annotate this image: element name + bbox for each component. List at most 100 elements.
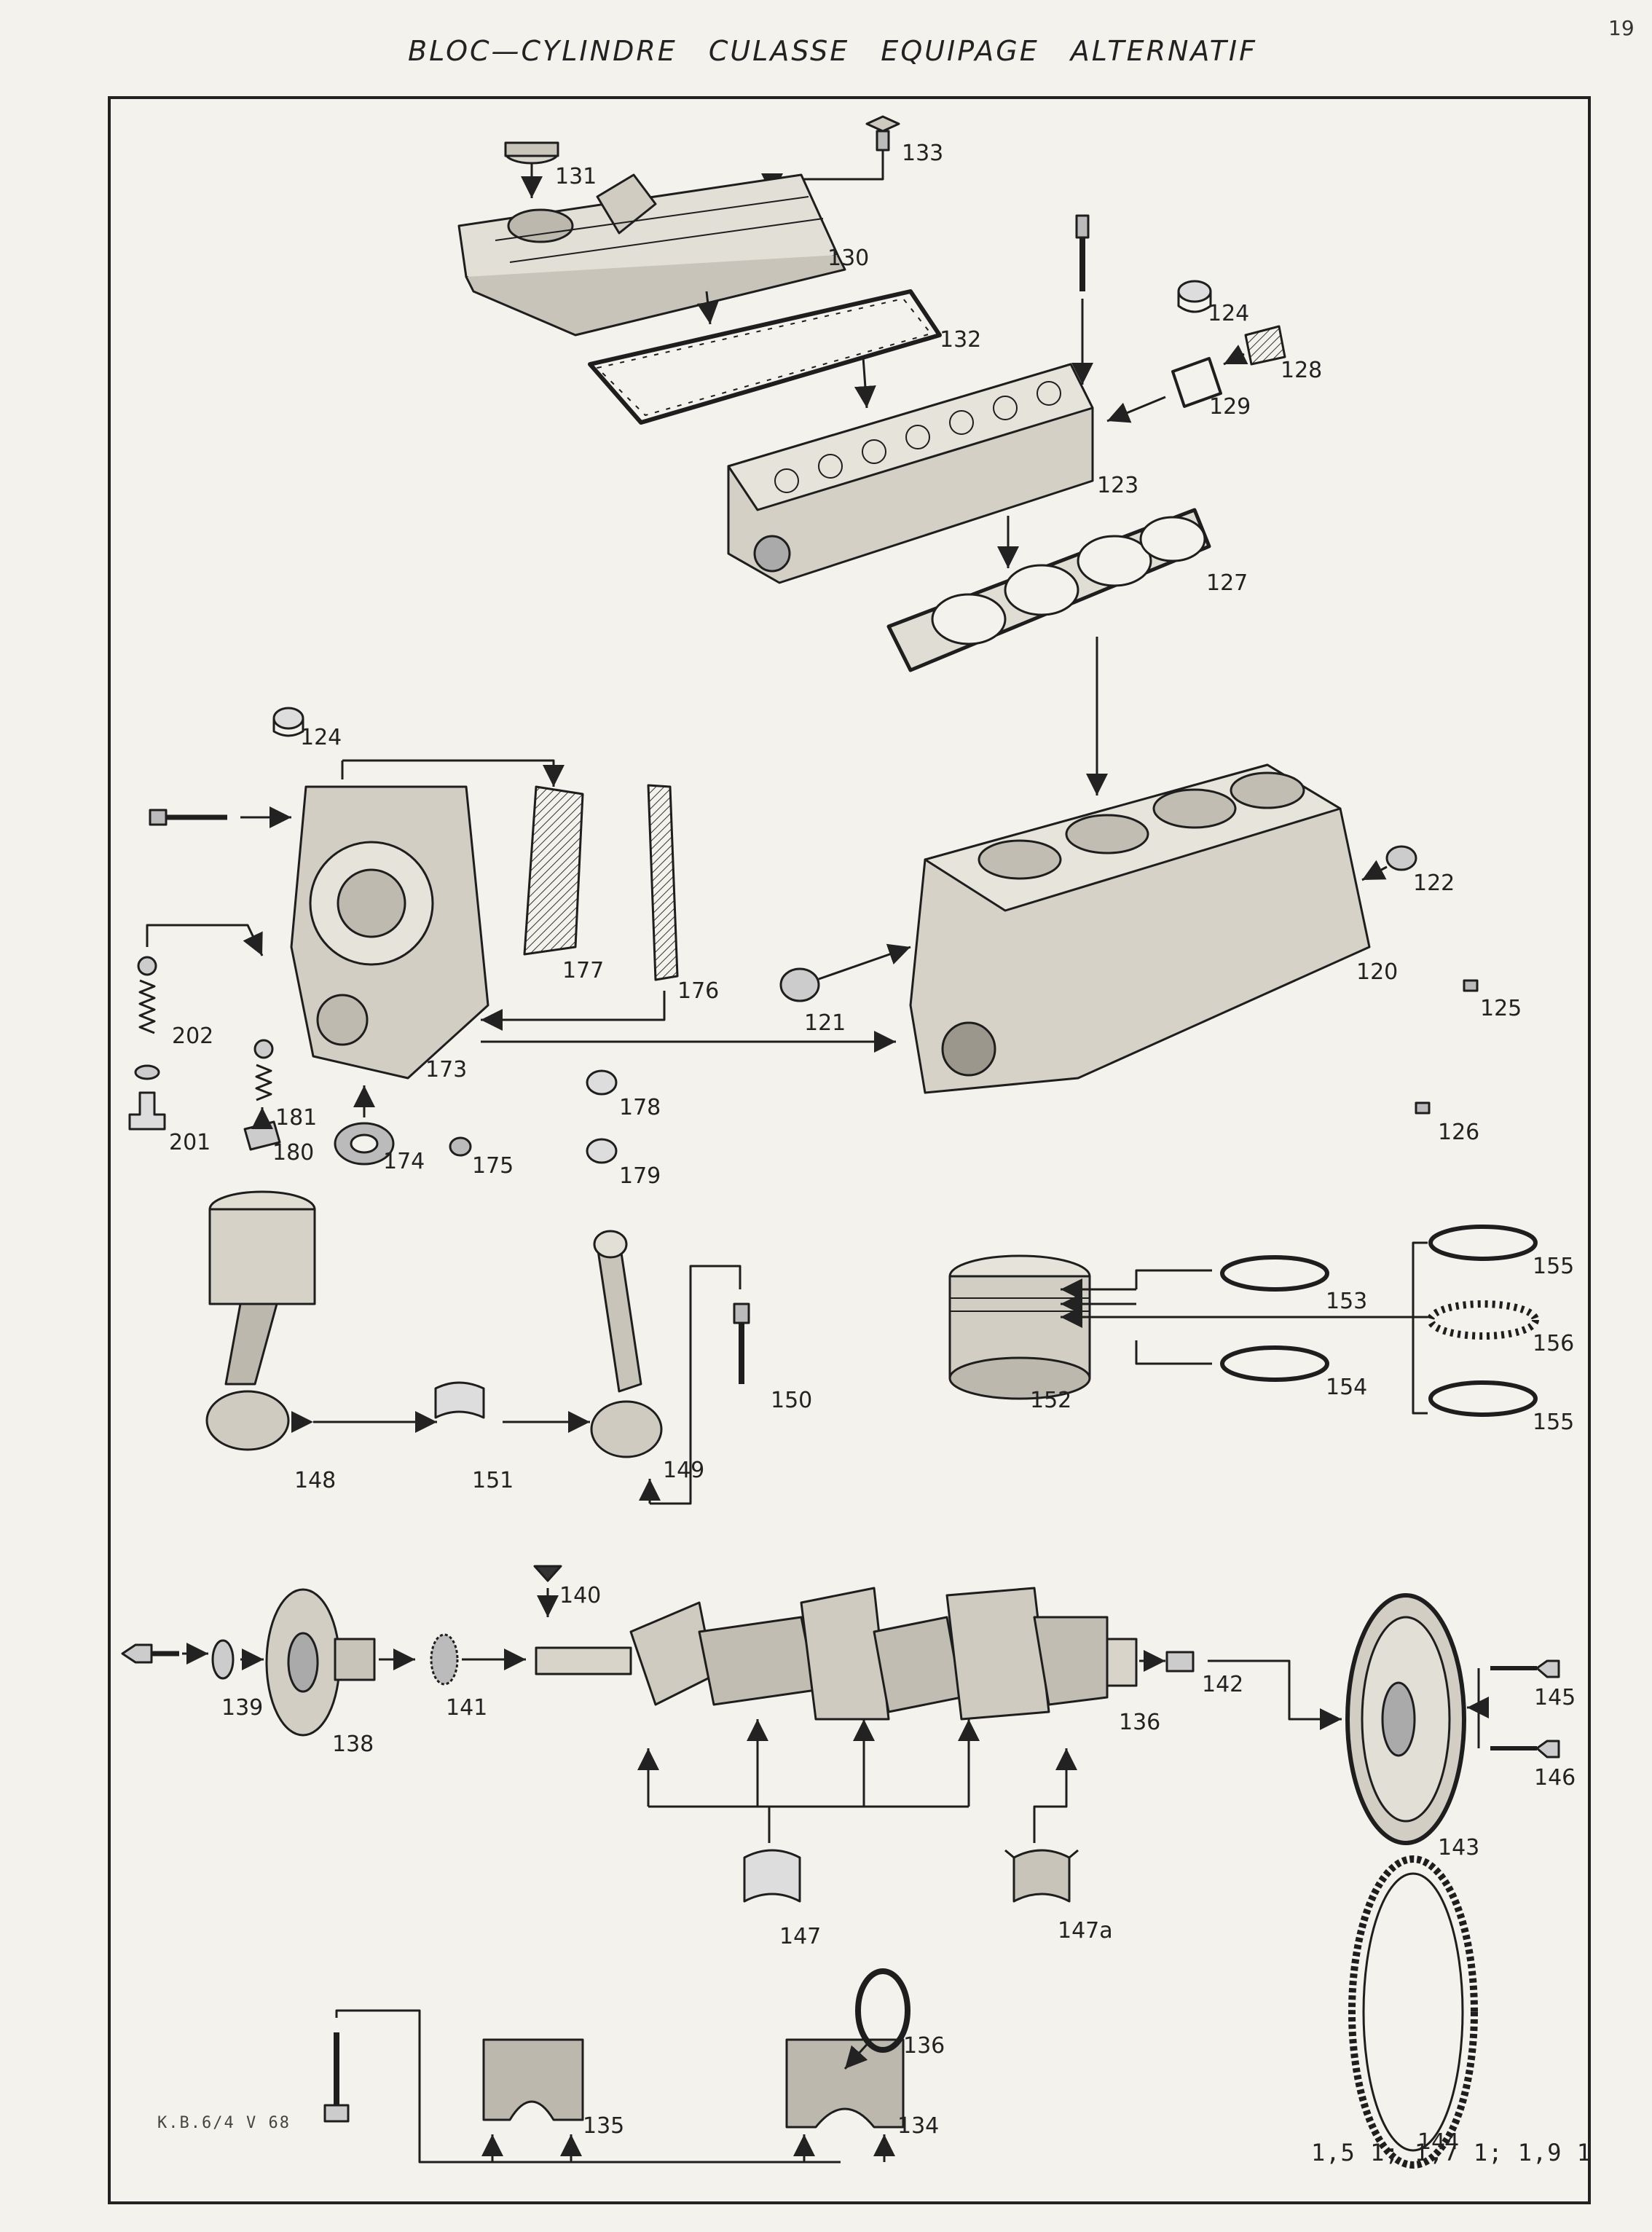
dowel-125 <box>1463 979 1479 992</box>
main-bearing-brackets <box>637 1719 1077 1843</box>
timing-cover-173 <box>290 759 565 1080</box>
ring-154 <box>1220 1345 1329 1382</box>
part-label-140: 140 <box>559 1583 602 1608</box>
core-plug-121 <box>779 943 911 1002</box>
part-label-136-crank: 136 <box>1119 1710 1161 1735</box>
part-label-147: 147 <box>779 1924 822 1949</box>
bearing-shell-151 <box>434 1381 485 1419</box>
ring-153 <box>1220 1255 1329 1292</box>
rocker-cover-130 <box>457 173 846 337</box>
part-label-121: 121 <box>804 1010 846 1036</box>
valve-spring-181 <box>253 1039 274 1101</box>
rocker-cover-gasket-132 <box>588 289 942 425</box>
part-label-176: 176 <box>677 978 720 1004</box>
part-label-152: 152 <box>1030 1388 1072 1413</box>
gasket-177 <box>523 785 584 956</box>
ring-155-bottom <box>1428 1380 1538 1417</box>
cover-plate-128 <box>1223 325 1286 366</box>
part-label-180: 180 <box>272 1140 315 1166</box>
part-label-129: 129 <box>1209 394 1251 420</box>
part-label-173: 173 <box>425 1057 468 1082</box>
part-label-141: 141 <box>446 1695 488 1721</box>
part-label-151: 151 <box>472 1468 514 1493</box>
bush-178 <box>586 1069 618 1096</box>
part-label-148: 148 <box>294 1468 337 1493</box>
part-label-128: 128 <box>1281 358 1323 383</box>
catalog-reference-code: K.B.6/4 V 68 <box>157 2114 291 2132</box>
part-label-122: 122 <box>1413 871 1455 896</box>
part-label-155-top: 155 <box>1533 1254 1575 1279</box>
relief-spring-202 <box>137 924 264 1034</box>
part-label-125: 125 <box>1480 996 1522 1021</box>
bearing-cap-134 <box>785 2038 905 2129</box>
part-label-153: 153 <box>1326 1289 1368 1314</box>
wedge-key-140 <box>533 1565 562 1617</box>
part-label-150: 150 <box>771 1388 813 1413</box>
plug-124-left <box>272 707 304 737</box>
flywheel-bolt-145 <box>1490 1659 1560 1678</box>
part-label-126: 126 <box>1438 1120 1480 1145</box>
part-label-127: 127 <box>1206 570 1248 596</box>
cover-bolt-133 <box>761 115 900 195</box>
part-label-174: 174 <box>383 1149 425 1174</box>
part-label-154: 154 <box>1326 1375 1368 1400</box>
bearing-175 <box>449 1136 472 1157</box>
part-label-177: 177 <box>562 958 605 983</box>
part-label-144: 144 <box>1417 2129 1460 2155</box>
part-label-135: 135 <box>583 2113 625 2139</box>
dowel-126 <box>1415 1101 1431 1115</box>
ring-arrows <box>1061 1241 1428 1415</box>
part-label-120: 120 <box>1356 959 1399 985</box>
rear-oil-seal-136 <box>843 1968 910 2070</box>
part-label-179: 179 <box>619 1163 661 1189</box>
bush-179 <box>586 1138 618 1164</box>
part-label-143: 143 <box>1438 1835 1480 1860</box>
part-label-132: 132 <box>940 327 982 353</box>
cylinder-head-123 <box>727 363 1094 584</box>
part-label-175: 175 <box>472 1153 514 1179</box>
flywheel-bolt-146 <box>1467 1668 1560 1759</box>
part-label-145: 145 <box>1534 1685 1576 1710</box>
part-label-136-seal: 136 <box>903 2033 945 2059</box>
washer-and-plug-201 <box>128 1064 166 1131</box>
part-label-139: 139 <box>221 1695 264 1721</box>
part-label-202: 202 <box>172 1023 214 1049</box>
page-title: BLOC—CYLINDRE CULASSE EQUIPAGE ALTERNATI… <box>408 35 1257 67</box>
part-label-131: 131 <box>555 164 597 189</box>
gasket-176 <box>481 784 679 1031</box>
long-bolt-left <box>149 806 291 828</box>
gasket-129 <box>1106 357 1222 423</box>
pulley-bolt <box>121 1643 208 1665</box>
part-label-134: 134 <box>897 2113 940 2139</box>
core-plug-122 <box>1361 845 1417 881</box>
oil-filler-cap-131 <box>504 141 559 198</box>
page-number: 19 <box>1608 16 1635 40</box>
cylinder-block-120 <box>909 763 1371 1094</box>
part-label-181: 181 <box>275 1105 318 1131</box>
part-label-155-bottom: 155 <box>1533 1410 1575 1435</box>
spigot-bearing-142 <box>1139 1650 1342 1730</box>
engine-displacements: 1,5 1; 1,7 1; 1,9 1 <box>1311 2139 1592 2166</box>
pulley-138 <box>265 1588 415 1737</box>
washer-139 <box>211 1639 264 1680</box>
part-label-201: 201 <box>169 1130 211 1155</box>
ring-156 <box>1427 1300 1539 1340</box>
part-label-147a: 147a <box>1058 1918 1113 1944</box>
ring-155-top <box>1428 1225 1538 1261</box>
bearing-cap-135 <box>482 2038 584 2121</box>
connecting-rod-149 <box>503 1230 742 1505</box>
part-label-124-left: 124 <box>300 725 342 750</box>
part-label-156: 156 <box>1533 1331 1575 1356</box>
thrust-bearing-147a <box>1004 1849 1079 1903</box>
part-label-138: 138 <box>332 1732 374 1757</box>
sprocket-141 <box>430 1633 526 1686</box>
flywheel-143 <box>1345 1593 1466 1845</box>
piston-152 <box>948 1254 1091 1400</box>
part-label-123: 123 <box>1097 473 1139 498</box>
part-label-149: 149 <box>663 1458 705 1483</box>
part-label-146: 146 <box>1534 1765 1576 1791</box>
part-label-133: 133 <box>902 141 944 166</box>
main-bearing-147 <box>743 1849 801 1903</box>
plug-124-top <box>1177 280 1212 313</box>
starter-ring-gear-144 <box>1348 1855 1478 2169</box>
